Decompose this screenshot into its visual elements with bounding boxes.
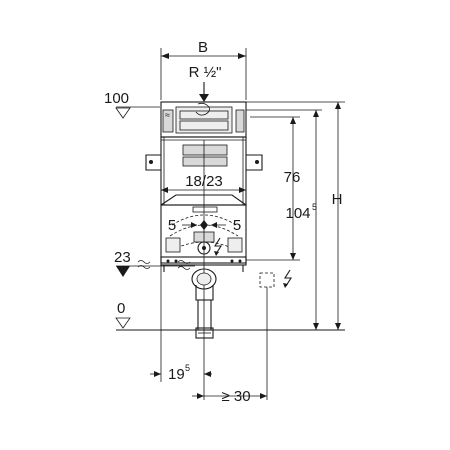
offset-right-label: 5 — [233, 217, 241, 234]
min-distance-label: ≥ 30 — [221, 388, 250, 405]
bottom-dimensions: 19 5 ≥ 30 — [150, 263, 267, 405]
level-23-label: 23 — [114, 249, 131, 266]
level-100-marker: 100 — [104, 90, 160, 119]
floor-level-marker: 0 — [115, 300, 345, 331]
water-connection-thread: R ½" — [189, 64, 222, 102]
offset-19-label: 19 — [168, 366, 185, 383]
offset-left-label: 5 — [168, 217, 176, 234]
vertical-dimensions: 76 104 5 H — [246, 101, 345, 330]
level-100-label: 100 — [104, 90, 129, 107]
electrical-connection-icon — [214, 237, 222, 256]
height-76-label: 76 — [284, 169, 301, 186]
height-104-superscript: 5 — [312, 202, 317, 212]
center-axis: 18/23 5 5 — [161, 140, 246, 400]
height-total-label: H — [332, 191, 343, 208]
installation-frame: ≈ — [145, 101, 263, 272]
level-23-marker: 23 — [114, 249, 195, 277]
height-104-label: 104 — [285, 205, 310, 222]
floor-level-label: 0 — [117, 300, 125, 317]
drain-pipe — [191, 241, 217, 339]
dimension-b: B — [160, 39, 247, 100]
width-label: B — [198, 39, 208, 56]
svg-text:≈: ≈ — [165, 110, 170, 120]
thread-label: R ½" — [189, 64, 222, 81]
offset-19-superscript: 5 — [185, 363, 190, 373]
power-supply-box — [259, 269, 292, 400]
